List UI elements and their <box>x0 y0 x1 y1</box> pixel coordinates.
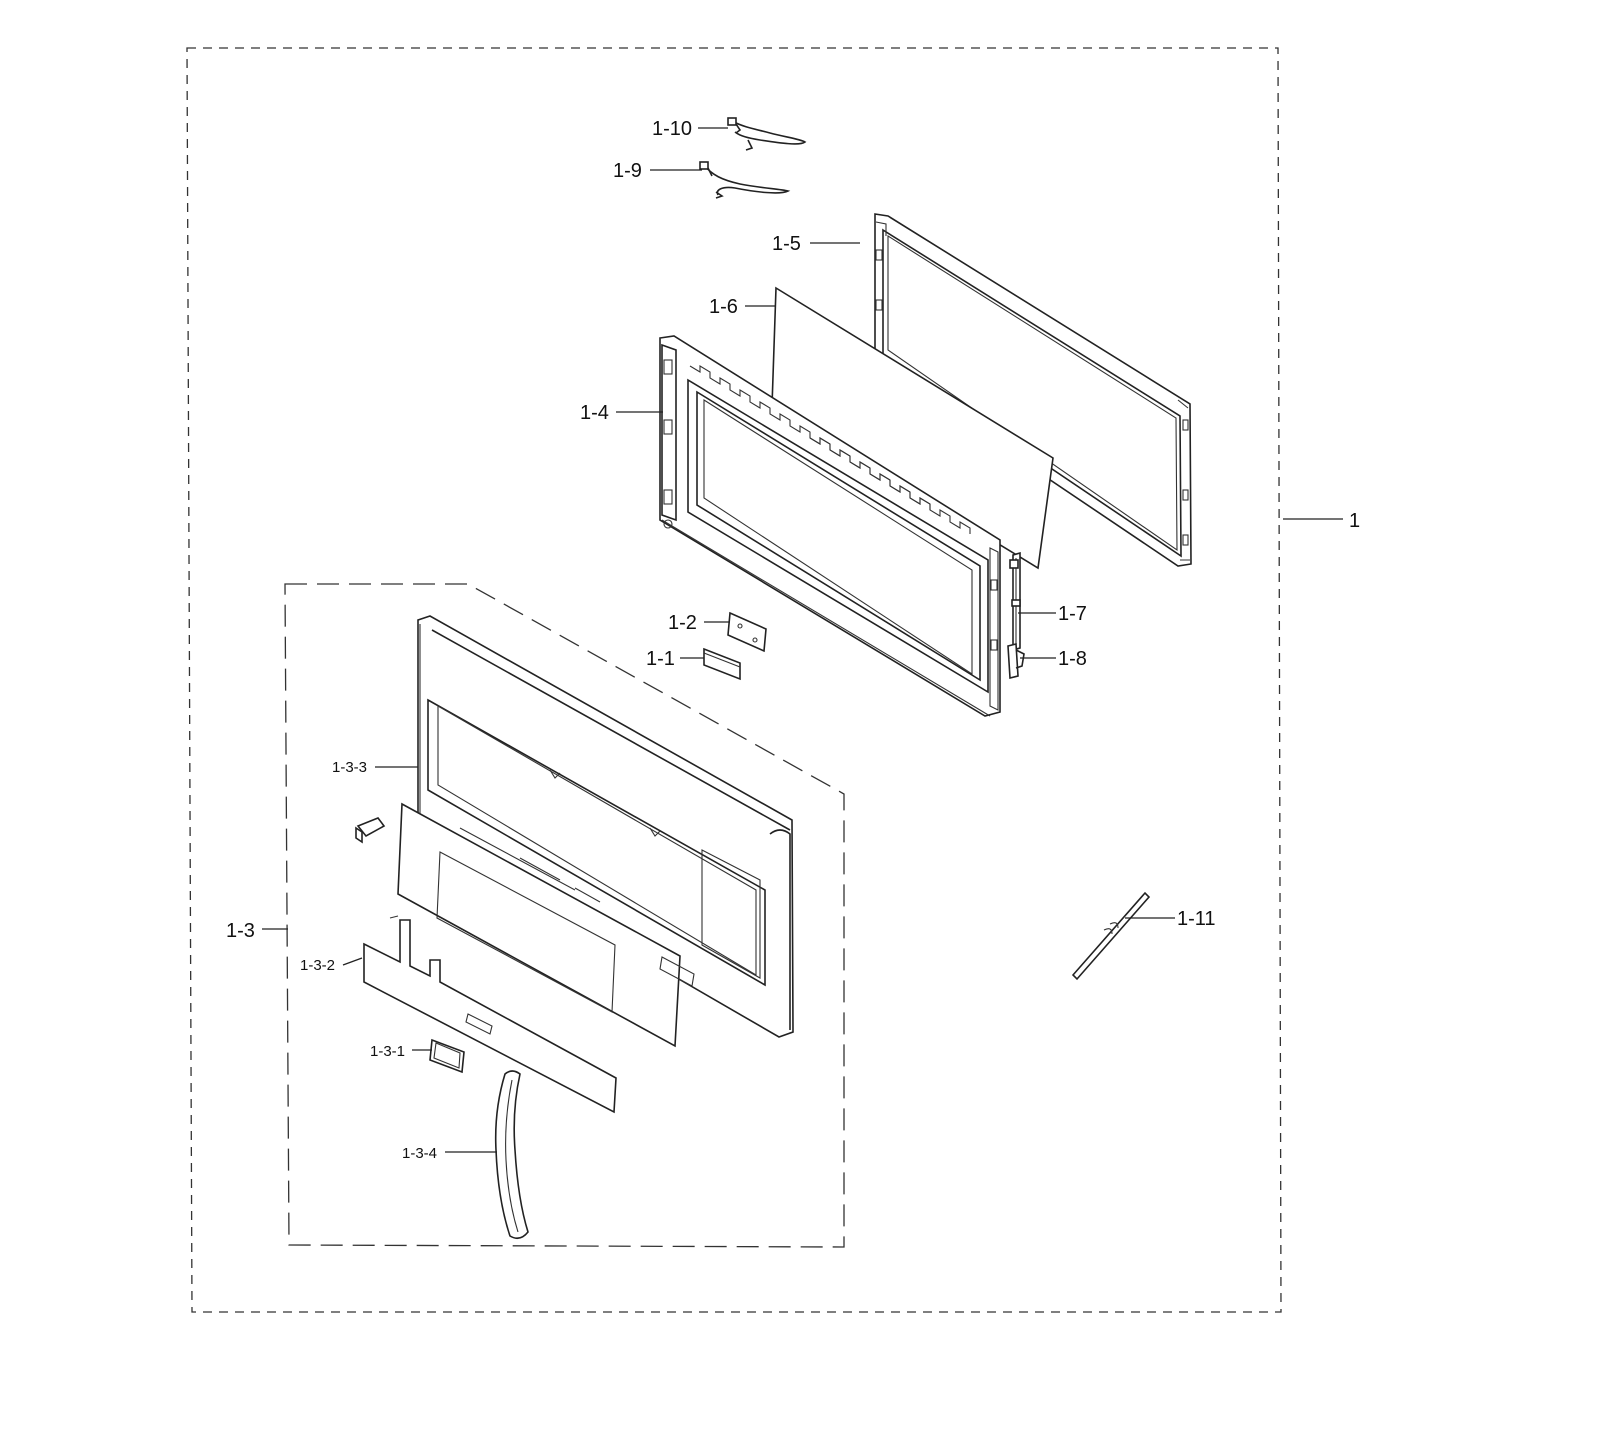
control-panel-front <box>397 802 695 1048</box>
latch-hook-1-8 <box>1007 642 1025 680</box>
callout-1-5: 1-5 <box>772 233 801 255</box>
callout-1-3-1: 1-3-1 <box>370 1043 405 1060</box>
label-1-3-1 <box>429 1038 465 1074</box>
leader-1-3-2 <box>342 957 363 966</box>
callout-1-10: 1-10 <box>652 118 692 140</box>
callout-1-3-4: 1-3-4 <box>402 1145 437 1162</box>
door-frame-1-4 <box>659 335 1001 717</box>
callout-1-2: 1-2 <box>668 612 697 634</box>
wire-harness-1-10 <box>727 117 807 151</box>
callout-1-7: 1-7 <box>1058 603 1087 625</box>
callout-1-3: 1-3 <box>226 920 255 942</box>
rod-1-11 <box>1071 891 1151 981</box>
sheet-1-6 <box>771 286 1054 570</box>
callout-1-8: 1-8 <box>1058 648 1087 670</box>
latch-1-7 <box>1009 551 1021 652</box>
callout-1-3-2: 1-3-2 <box>300 957 335 974</box>
callout-1-1: 1-1 <box>646 648 675 670</box>
callout-1: 1 <box>1349 510 1360 532</box>
film-1-3-2 <box>363 915 617 1114</box>
callout-1-6: 1-6 <box>709 296 738 318</box>
assembly-boundary-1 <box>186 47 1282 1313</box>
part-1-1 <box>703 647 741 681</box>
callout-1-9: 1-9 <box>613 160 642 182</box>
callout-1-4: 1-4 <box>580 402 609 424</box>
handle-1-3-4 <box>494 1070 529 1240</box>
clip-part <box>355 817 386 844</box>
wire-harness-1-9 <box>699 161 791 199</box>
subassembly-boundary-1-3 <box>284 583 845 1248</box>
callout-1-3-3: 1-3-3 <box>332 759 367 776</box>
board-1-2 <box>727 611 767 653</box>
callout-1-11: 1-11 <box>1177 908 1216 930</box>
